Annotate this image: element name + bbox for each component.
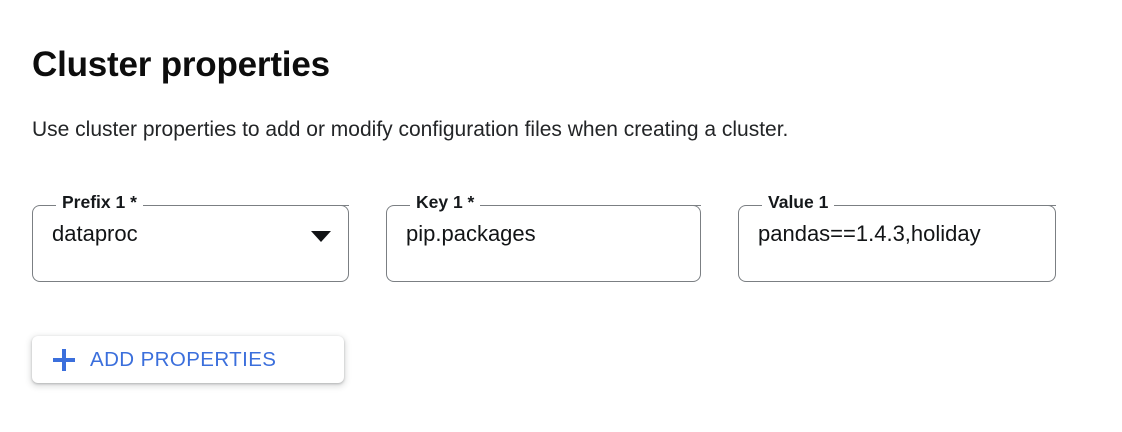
prefix-field[interactable]: Prefix 1 * dataproc xyxy=(32,192,349,282)
prefix-field-value[interactable]: dataproc xyxy=(52,221,138,246)
value-field-label: Value 1 xyxy=(762,192,835,212)
outline-notch xyxy=(170,205,349,206)
outline-leading xyxy=(32,205,51,282)
value-field[interactable]: Value 1 pandas==1.4.3,holiday xyxy=(738,192,1056,282)
outline-notch xyxy=(854,205,1056,206)
key-field-value[interactable]: pip.packages xyxy=(406,221,536,246)
outline-notch xyxy=(498,205,701,206)
add-properties-button-label: ADD PROPERTIES xyxy=(90,347,277,371)
property-row-1: Prefix 1 * dataproc Key 1 * pip.packages… xyxy=(32,192,1092,285)
key-field-label: Key 1 * xyxy=(410,192,481,212)
outline-leading xyxy=(738,205,757,282)
page-description: Use cluster properties to add or modify … xyxy=(32,118,789,141)
outline-leading xyxy=(386,205,405,282)
chevron-down-icon[interactable] xyxy=(311,231,331,242)
key-field[interactable]: Key 1 * pip.packages xyxy=(386,192,701,282)
add-properties-button[interactable]: ADD PROPERTIES xyxy=(32,336,344,383)
page-title: Cluster properties xyxy=(32,45,330,85)
plus-icon xyxy=(52,348,76,372)
prefix-field-label: Prefix 1 * xyxy=(56,192,143,212)
value-field-value[interactable]: pandas==1.4.3,holiday xyxy=(758,221,981,246)
